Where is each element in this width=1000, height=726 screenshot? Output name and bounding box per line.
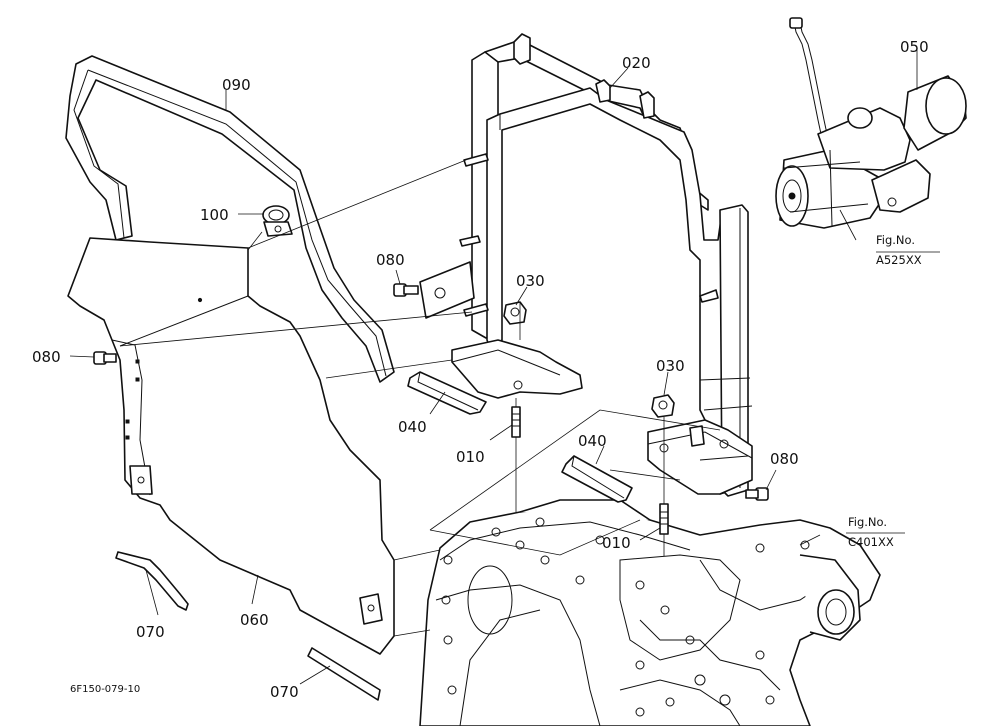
label-030-right: 030 [656,357,685,375]
fig-ref-starter-code: A525XX [876,253,922,267]
fig-ref-housing-title: Fig.No. [848,515,887,529]
label-060: 060 [240,611,269,629]
stud-bolt-010a [511,406,521,438]
pad-070a [115,551,189,611]
starter-motor-050 [775,17,967,229]
nut-030a [503,301,527,325]
bolt-080c [745,487,769,501]
label-080-top: 080 [376,251,405,269]
bolt-080b [93,351,117,365]
label-010-left: 010 [456,448,485,466]
transmission-housing [419,499,881,726]
drawing-code: 6F150-079-10 [70,684,140,695]
label-070-left: 070 [136,623,165,641]
label-080-right: 080 [770,450,799,468]
leader-lines [119,159,721,637]
clamp-100 [262,205,293,237]
fig-ref-starter-title: Fig.No. [876,233,915,247]
label-030-top: 030 [516,272,545,290]
handle-090 [65,55,395,383]
label-080-left: 080 [32,348,61,366]
label-100: 100 [200,206,229,224]
rubber-040b [561,455,633,503]
label-040-right: 040 [578,432,607,450]
label-090: 090 [222,76,251,94]
label-020: 020 [622,54,651,72]
label-050: 050 [900,38,929,56]
stud-bolt-010b [659,503,669,535]
fig-ref-housing-code: C401XX [848,535,894,549]
rubber-040a [407,371,487,415]
callout-pointers [69,48,940,685]
panel-060 [67,237,395,655]
label-010-right: 010 [602,534,631,552]
label-040-left: 040 [398,418,427,436]
nut-030b [651,394,675,418]
label-070-bottom: 070 [270,683,299,701]
bolt-080a [393,283,419,297]
pad-070b [307,647,381,701]
frame-020 [419,33,753,497]
